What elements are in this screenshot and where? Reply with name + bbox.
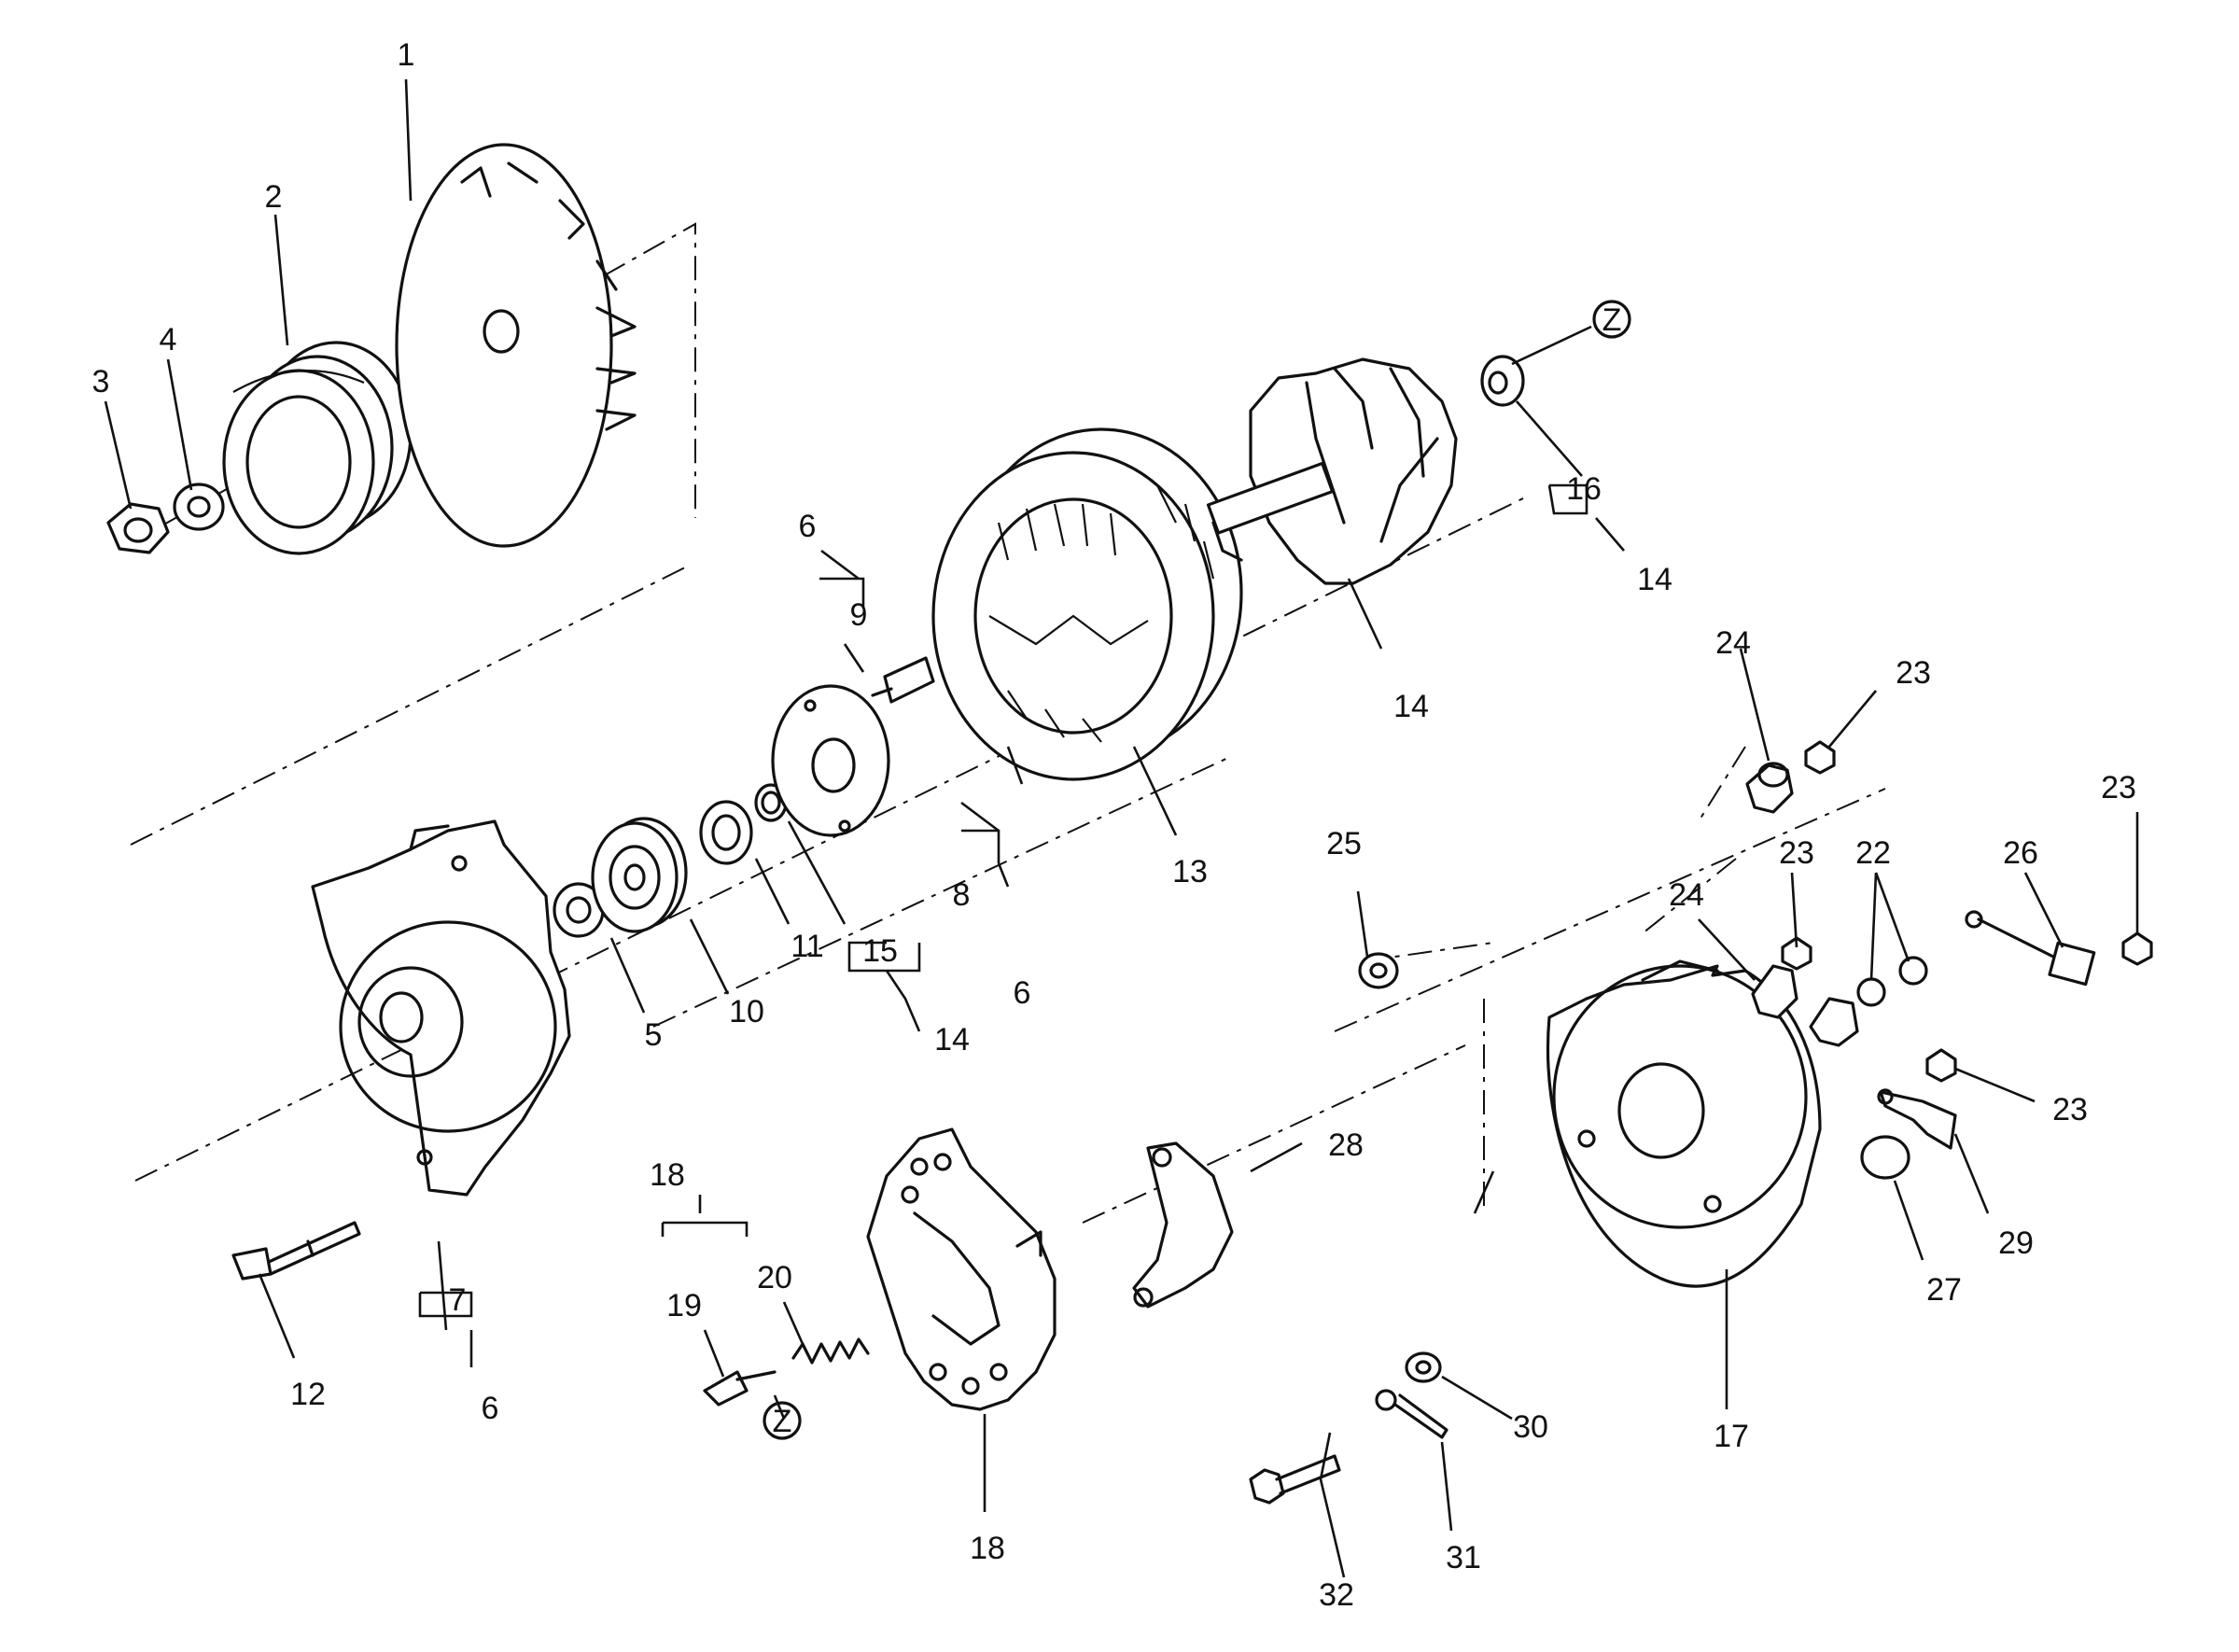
part-22-lock-washers bbox=[1856, 956, 1928, 1007]
callout-label: 11 bbox=[791, 929, 823, 964]
part-13-stator bbox=[931, 427, 1243, 781]
callout-label: 23 bbox=[1779, 835, 1814, 871]
part-2-fan bbox=[395, 143, 637, 548]
callout-label: 23 bbox=[2101, 770, 2136, 805]
callout-label: 30 bbox=[1513, 1409, 1548, 1445]
callout-label: 16 bbox=[1566, 471, 1602, 507]
callout-label: 18 bbox=[970, 1531, 1005, 1566]
part-10-bearing bbox=[591, 817, 688, 933]
callout-label: 26 bbox=[2003, 835, 2038, 871]
part-24-insulator-lower bbox=[1751, 964, 1859, 1047]
callout-label: 23 bbox=[2052, 1092, 2088, 1127]
callout-label: 4 bbox=[160, 322, 177, 357]
callout-label: 27 bbox=[1926, 1272, 1962, 1308]
callout-label: 14 bbox=[1637, 562, 1672, 597]
callout-label: 19 bbox=[666, 1288, 702, 1323]
leader-lines bbox=[104, 78, 2139, 1578]
part-26-capacitor bbox=[1965, 910, 2096, 987]
callout-label: 32 bbox=[1319, 1577, 1354, 1613]
part-16-bearing bbox=[1480, 355, 1525, 407]
callout-label: 18 bbox=[650, 1157, 685, 1193]
callout-label: 13 bbox=[1172, 854, 1208, 889]
callout-label: 2 bbox=[265, 179, 283, 215]
callout-label: 23 bbox=[1896, 655, 1931, 691]
z-label: Z bbox=[1602, 302, 1622, 338]
z-reference-mark-upper: Z bbox=[1592, 300, 1631, 339]
part-30-washer bbox=[1405, 1351, 1442, 1383]
z-reference-mark-lower: Z bbox=[763, 1401, 802, 1440]
part-7-drive-end-frame bbox=[311, 819, 571, 1197]
callout-label: 29 bbox=[1998, 1225, 2034, 1261]
callout-label: 9 bbox=[850, 597, 868, 633]
part-29-terminal bbox=[1877, 1088, 1957, 1150]
callout-label: 31 bbox=[1446, 1540, 1481, 1575]
part-32-bolt bbox=[1249, 1454, 1341, 1505]
callout-labels: 1 2 3 4 5 6 6 6 7 8 9 10 11 12 13 14 14 … bbox=[92, 37, 2136, 1613]
part-25-grommet bbox=[1358, 952, 1399, 989]
part-3-nut bbox=[106, 502, 170, 554]
callout-label: 6 bbox=[482, 1391, 499, 1426]
callout-label: 24 bbox=[1669, 877, 1704, 913]
part-20-spring bbox=[791, 1337, 870, 1365]
callout-label: 3 bbox=[92, 364, 110, 399]
callout-label: 14 bbox=[1393, 689, 1429, 724]
callout-label: 24 bbox=[1715, 625, 1751, 661]
part-18-rectifier bbox=[866, 1127, 1057, 1411]
callout-label: 6 bbox=[1014, 975, 1031, 1011]
callout-label: 12 bbox=[290, 1377, 326, 1412]
part-11-spacer bbox=[699, 800, 753, 865]
callout-label: 6 bbox=[799, 509, 817, 544]
z-label: Z bbox=[773, 1404, 792, 1439]
callout-label: 17 bbox=[1714, 1419, 1749, 1454]
part-31-lead bbox=[1375, 1389, 1448, 1439]
callout-label: 22 bbox=[1855, 835, 1891, 871]
part-19-brush bbox=[703, 1370, 777, 1407]
part-23-nuts bbox=[1781, 740, 2153, 1083]
part-12-through-bolt bbox=[231, 1221, 361, 1281]
part-5-washer bbox=[553, 882, 605, 938]
callout-label: 25 bbox=[1326, 826, 1362, 861]
part-8-retainer-plate bbox=[771, 684, 890, 837]
callout-label: 10 bbox=[729, 994, 764, 1029]
part-14-rotor bbox=[1206, 357, 1458, 585]
callout-label: 5 bbox=[645, 1017, 663, 1053]
callout-label: 28 bbox=[1328, 1127, 1364, 1163]
callout-label: 7 bbox=[449, 1282, 467, 1318]
callout-label: 8 bbox=[953, 877, 971, 913]
part-28-bracket bbox=[1132, 1141, 1234, 1309]
part-9-screw bbox=[871, 656, 935, 704]
part-24-insulator-upper bbox=[1745, 762, 1794, 814]
callout-label: 20 bbox=[757, 1260, 792, 1295]
part-27-bushing bbox=[1860, 1135, 1910, 1180]
callout-label: 1 bbox=[398, 37, 415, 73]
callout-label: 14 bbox=[934, 1022, 970, 1057]
part-4-washer bbox=[173, 483, 225, 531]
callout-label: 15 bbox=[862, 933, 898, 969]
part-1-pulley bbox=[222, 341, 413, 555]
